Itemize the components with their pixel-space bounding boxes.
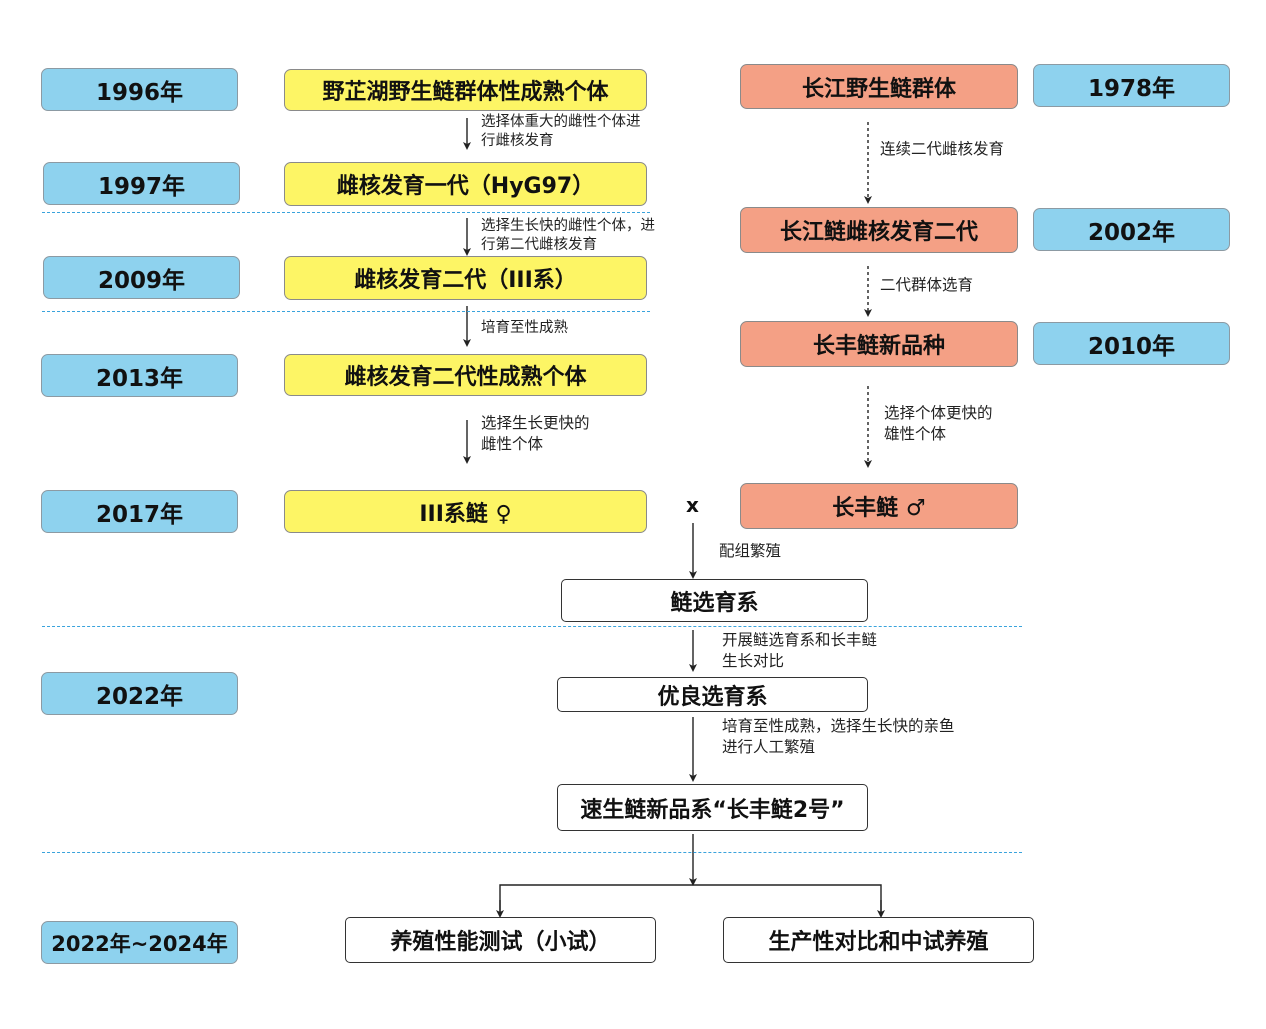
left-arrow-label-1: 选择体重大的雌性个体进 行雌核发育: [481, 114, 641, 149]
year-2009: 2009年: [43, 256, 240, 299]
cross-symbol: x: [686, 493, 699, 517]
year-2002: 2002年: [1033, 208, 1230, 251]
divider-3: [42, 626, 1022, 627]
right-yangtze-wild-box: 长江野生鲢群体: [740, 64, 1018, 109]
year-2022: 2022年: [41, 672, 238, 715]
year-2017: 2017年: [41, 490, 238, 533]
left-gynogenesis-gen1-box: 雌核发育一代（HyG97）: [284, 162, 647, 206]
right-arrow-label-1: 连续二代雌核发育: [880, 140, 1005, 158]
divider-1: [42, 212, 650, 213]
cross-label: 配组繁殖: [719, 542, 782, 560]
year-2022-2024: 2022年~2024年: [41, 921, 238, 964]
culture-performance-test-box: 养殖性能测试（小试）: [345, 917, 656, 963]
left-gen2-mature-box: 雌核发育二代性成熟个体: [284, 354, 647, 396]
production-comparison-box: 生产性对比和中试养殖: [723, 917, 1034, 963]
new-strain-changfeng2-box: 速生鲢新品系“长丰鲢2号”: [557, 784, 868, 831]
superior-selection-line-box: 优良选育系: [557, 677, 868, 712]
year-2010: 2010年: [1033, 322, 1230, 365]
right-arrow-label-2: 二代群体选育: [880, 276, 974, 294]
year-1996: 1996年: [41, 68, 238, 111]
divider-4: [42, 852, 1022, 853]
split-connector: [499, 884, 882, 913]
left-arrow-label-2: 选择生长快的雌性个体，进 行第二代雌核发育: [481, 218, 655, 253]
center-arrow-label-1: 开展鲢选育系和长丰鲢 生长对比: [722, 631, 878, 670]
left-wild-population-box: 野芷湖野生鲢群体性成熟个体: [284, 69, 647, 111]
center-arrow-label-2: 培育至性成熟，选择生长快的亲鱼 进行人工繁殖: [722, 717, 955, 756]
right-arrow-label-3: 选择个体更快的 雄性个体: [884, 404, 993, 443]
divider-2: [42, 311, 650, 312]
left-arrow-label-3: 培育至性成熟: [481, 320, 568, 336]
left-gynogenesis-gen2-box: 雌核发育二代（III系）: [284, 256, 647, 300]
year-2013: 2013年: [41, 354, 238, 397]
year-1978: 1978年: [1033, 64, 1230, 107]
left-arrow-label-4: 选择生长更快的 雌性个体: [481, 414, 590, 453]
left-line3-female-box: III系鲢 ♀: [284, 490, 647, 533]
year-1997: 1997年: [43, 162, 240, 205]
silver-carp-selection-line-box: 鲢选育系: [561, 579, 868, 622]
right-changfeng-male-box: 长丰鲢 ♂: [740, 483, 1018, 529]
right-changfeng-variety-box: 长丰鲢新品种: [740, 321, 1018, 367]
right-yangtze-gen2-box: 长江鲢雌核发育二代: [740, 207, 1018, 253]
